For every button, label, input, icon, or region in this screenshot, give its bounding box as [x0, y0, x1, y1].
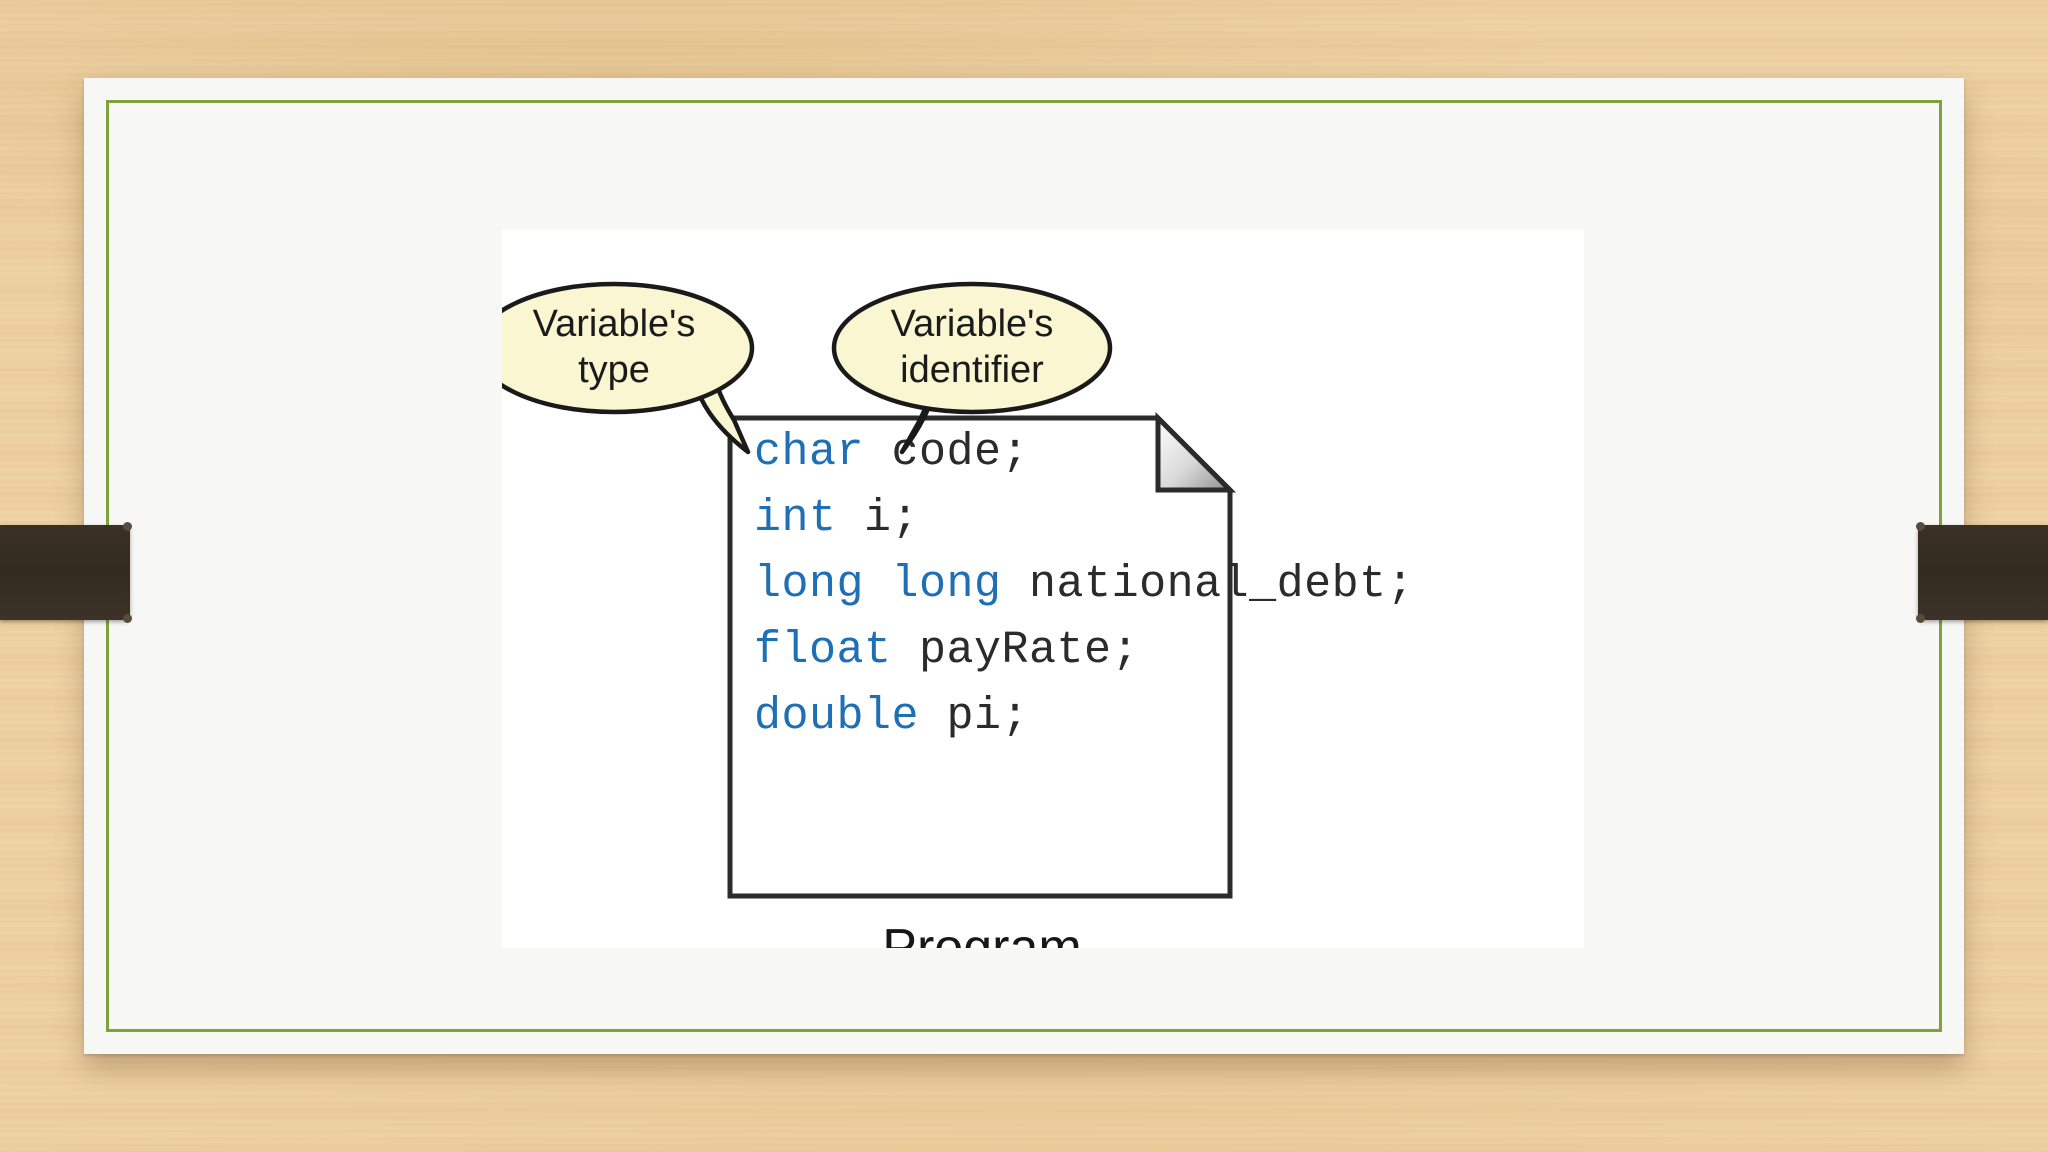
callout-line-2: identifier [900, 349, 1044, 391]
tab-cap-top-icon [123, 522, 132, 531]
program-document [727, 411, 1237, 899]
variable-type-callout: Variable's type [502, 281, 755, 455]
tab-cap-top-icon [1916, 522, 1925, 531]
code-keyword-float: float [754, 625, 892, 676]
variable-identifier-callout: Variable's identifier [831, 281, 1113, 455]
code-identifier-national-debt: national_debt; [1002, 559, 1415, 610]
document-folded-corner [1155, 411, 1237, 493]
code-line-3: long long national_debt; [754, 559, 1414, 610]
tab-cap-bottom-icon [1916, 614, 1925, 623]
callout-bubble [502, 281, 755, 415]
code-line-4: float payRate; [754, 625, 1139, 676]
callout-line-1: Variable's [533, 303, 696, 345]
document-page [727, 415, 1233, 899]
code-keyword-double: double [754, 691, 919, 742]
tab-cap-bottom-icon [123, 614, 132, 623]
code-keyword-char: char [754, 427, 864, 478]
figure-panel: char code; int i; long long national_deb… [502, 230, 1584, 948]
variable-declaration-figure: char code; int i; long long national_deb… [502, 281, 1414, 948]
presentation-slide: char code; int i; long long national_deb… [84, 78, 1964, 1054]
code-identifier-i: i; [837, 493, 920, 544]
code-line-2: int i; [754, 493, 919, 544]
figure-caption: Program [882, 919, 1081, 948]
code-keyword-long-long: long long [754, 559, 1002, 610]
code-keyword-int: int [754, 493, 837, 544]
code-identifier-code: code; [864, 427, 1029, 478]
callout-line-1: Variable's [891, 303, 1054, 345]
side-tab-left [0, 522, 132, 623]
code-line-5: double pi; [754, 691, 1029, 742]
side-tab-right [1916, 522, 2048, 623]
code-line-1: char code; [754, 427, 1029, 478]
code-identifier-payrate: payRate; [892, 625, 1140, 676]
callout-bubble [831, 281, 1113, 415]
code-identifier-pi: pi; [919, 691, 1029, 742]
callout-line-2: type [578, 349, 650, 391]
